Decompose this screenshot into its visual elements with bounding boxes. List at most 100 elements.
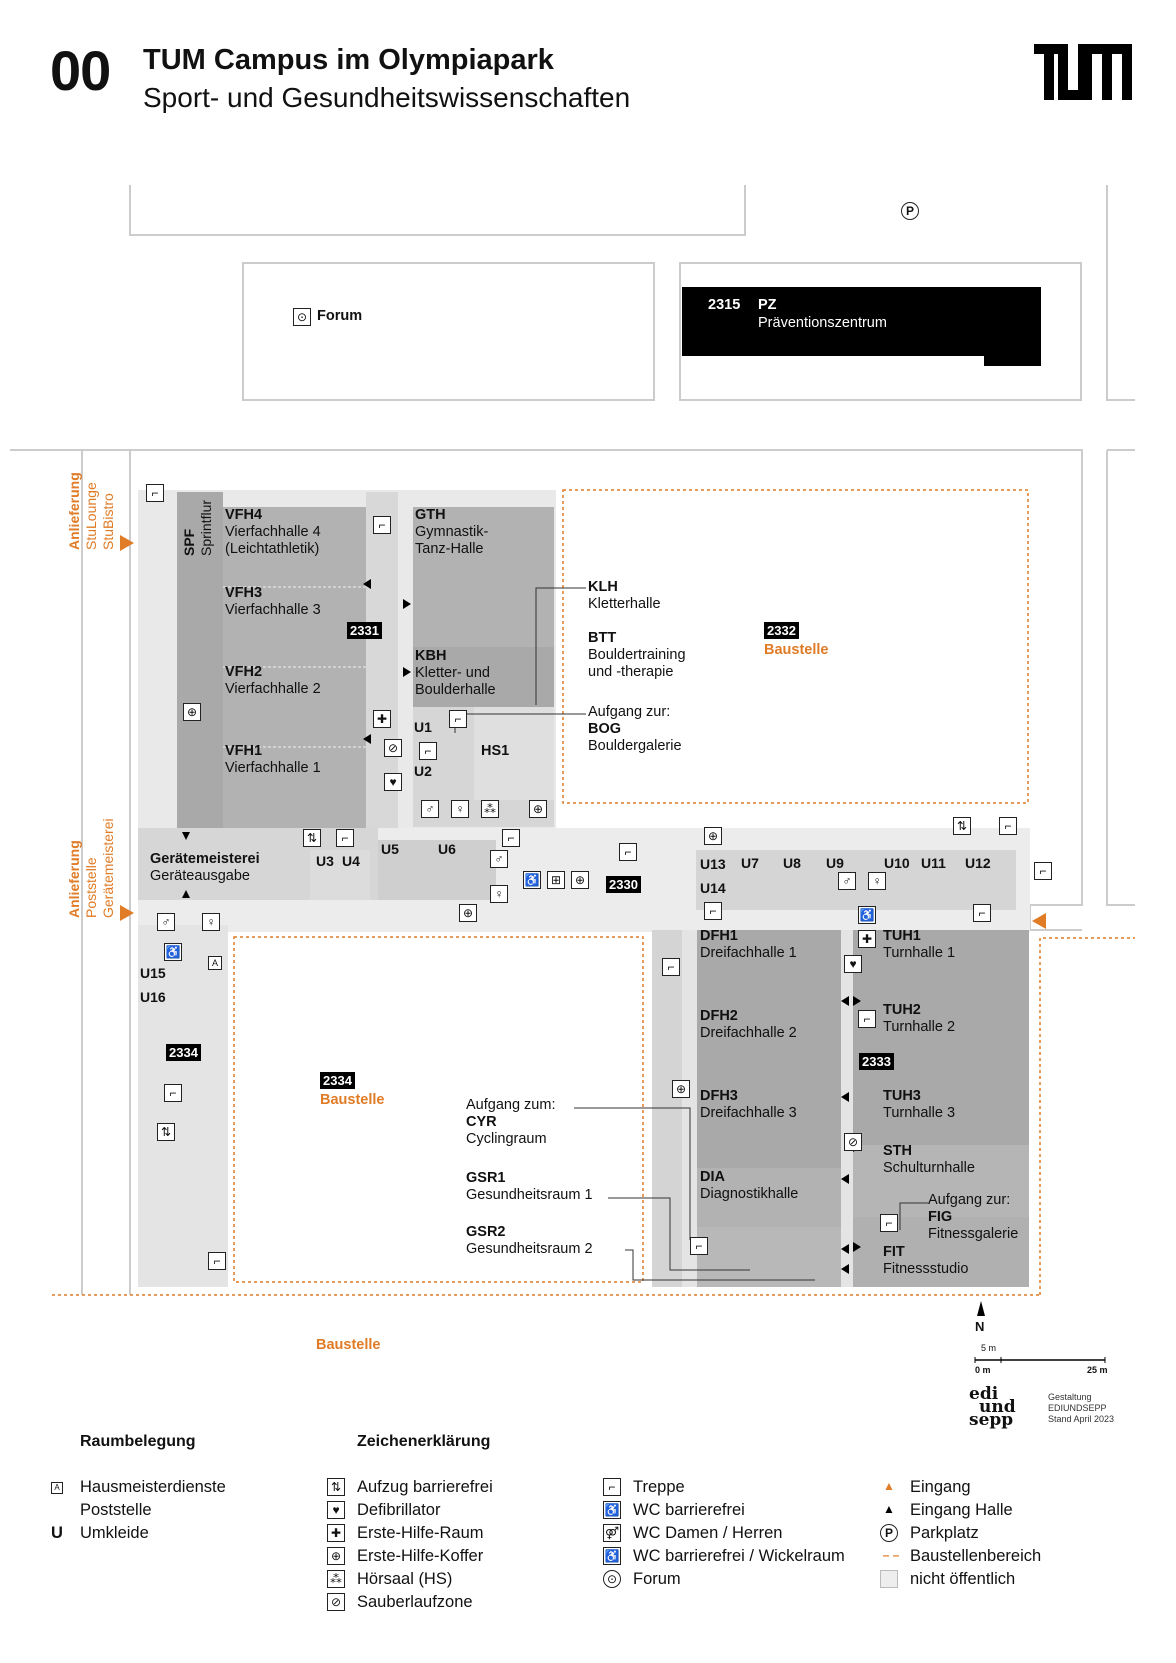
- first-aid-kit-icon[interactable]: ⊕: [529, 800, 547, 818]
- defibrillator-icon[interactable]: ♥: [384, 773, 402, 791]
- wc-icon[interactable]: ♀: [202, 913, 220, 931]
- first-aid-kit-icon[interactable]: ⊕: [459, 904, 477, 922]
- locker-u14: U14: [700, 880, 726, 896]
- scale-0m: 0 m: [975, 1365, 991, 1375]
- legend-item-wc-changing: ♿WC barrierefrei / Wickelraum: [603, 1547, 845, 1565]
- legend-locker-symbol: U: [51, 1524, 63, 1542]
- building-2331: 2331: [347, 622, 382, 639]
- stairs-icon[interactable]: ⌐: [419, 742, 437, 760]
- entrance-icon: ▲: [880, 1478, 898, 1496]
- stairs-icon[interactable]: ⌐: [449, 710, 467, 728]
- first-aid-kit-icon[interactable]: ⊕: [183, 703, 201, 721]
- stairs-icon[interactable]: ⌐: [1034, 862, 1052, 880]
- lecture-hall-icon[interactable]: ⁂: [481, 800, 499, 818]
- locker-u2: U2: [414, 763, 432, 779]
- elevator-accessible-icon[interactable]: ⇅: [953, 817, 971, 835]
- stairs-icon[interactable]: ⌐: [662, 958, 680, 976]
- legend-occupancy-title: Raumbelegung: [80, 1433, 196, 1450]
- stairs-icon[interactable]: ⌐: [858, 1010, 876, 1028]
- delivery-top-line2: StuBistro: [100, 493, 116, 550]
- elevator-accessible-icon: ⇅: [327, 1478, 345, 1496]
- defibrillator-icon: ♥: [327, 1501, 345, 1519]
- locker-u10: U10: [884, 855, 910, 871]
- clean-walk-zone-icon[interactable]: ⊘: [844, 1133, 862, 1151]
- first-aid-kit-icon[interactable]: ⊕: [672, 1080, 690, 1098]
- janitor-icon[interactable]: A: [208, 956, 222, 970]
- locker-u5: U5: [381, 841, 399, 857]
- legend-item-wc: ⚤WC Damen / Herren: [603, 1524, 783, 1542]
- stairs-icon[interactable]: ⌐: [973, 904, 991, 922]
- room-spf-name: Sprintflur: [198, 499, 214, 556]
- wc-accessible-icon[interactable]: ♿: [858, 906, 876, 924]
- legend-locker: Umkleide: [80, 1524, 149, 1542]
- clean-walk-zone-icon[interactable]: ⊘: [384, 739, 402, 757]
- first-aid-room-icon[interactable]: ✚: [858, 930, 876, 948]
- defibrillator-icon[interactable]: ♥: [844, 955, 862, 973]
- stairs-icon[interactable]: ⌐: [208, 1252, 226, 1270]
- stairs-icon[interactable]: ⌐: [146, 484, 164, 502]
- first-aid-room-icon[interactable]: ✚: [373, 710, 391, 728]
- locker-u11: U11: [921, 855, 946, 871]
- delivery-bottom-line1: Poststelle: [83, 857, 99, 918]
- elevator-accessible-icon[interactable]: ⇅: [157, 1123, 175, 1141]
- parking-icon[interactable]: P: [901, 202, 919, 220]
- room-spf-short: SPF: [181, 528, 197, 556]
- stairs-icon[interactable]: ⌐: [690, 1237, 708, 1255]
- page-title: TUM Campus im Olympiapark: [143, 44, 554, 76]
- legend-item-defibrillator: ♥Defibrillator: [327, 1501, 440, 1520]
- elevator-accessible-icon[interactable]: ⇅: [303, 829, 321, 847]
- delivery-bottom-title: Anlieferung: [66, 840, 82, 918]
- clean-walk-zone-icon: ⊘: [327, 1593, 345, 1611]
- room-hs1: HS1: [481, 743, 510, 759]
- stairs-icon[interactable]: ⌐: [502, 829, 520, 847]
- locker-u16: U16: [140, 989, 166, 1005]
- wc-icon[interactable]: ♀: [868, 872, 886, 890]
- stairs-icon[interactable]: ⌐: [619, 843, 637, 861]
- wc-accessible-icon[interactable]: ♿: [523, 871, 541, 889]
- stairs-icon[interactable]: ⌐: [999, 817, 1017, 835]
- wc-changing-icon: ♿: [603, 1547, 621, 1565]
- wc-icon[interactable]: ♂: [490, 850, 508, 868]
- wc-icon[interactable]: ♂: [838, 872, 856, 890]
- legend-item-first-aid-room: ✚Erste-Hilfe-Raum: [327, 1524, 484, 1543]
- legend-item-hall-entrance: ▲Eingang Halle: [880, 1501, 1013, 1520]
- stairs-icon[interactable]: ⌐: [704, 902, 722, 920]
- locker-u4: U4: [342, 853, 360, 869]
- first-aid-kit-icon[interactable]: ⊕: [704, 827, 722, 845]
- stairs-icon[interactable]: ⌐: [336, 829, 354, 847]
- wc-accessible-icon[interactable]: ♿: [164, 943, 182, 961]
- locker-u9: U9: [826, 855, 844, 871]
- wc-icon[interactable]: ♂: [157, 913, 175, 931]
- wc-changing-icon[interactable]: ⊞: [547, 871, 565, 889]
- building-2333: 2333: [859, 1053, 894, 1070]
- forum-icon: ⊙: [603, 1570, 621, 1588]
- legend-janitor: Hausmeisterdienste: [80, 1478, 226, 1496]
- wc-icon[interactable]: ♀: [451, 800, 469, 818]
- legend-item-wc-accessible: ♿WC barrierefrei: [603, 1501, 745, 1519]
- building-2334-west: 2334: [166, 1044, 201, 1061]
- stairs-icon[interactable]: ⌐: [164, 1084, 182, 1102]
- forum-label: Forum: [317, 308, 363, 324]
- stairs-icon[interactable]: ⌐: [373, 516, 391, 534]
- first-aid-kit-icon[interactable]: ⊕: [571, 871, 589, 889]
- construction-label-2334: Baustelle: [320, 1092, 385, 1108]
- locker-u7: U7: [741, 855, 759, 871]
- wc-icon[interactable]: ♀: [490, 885, 508, 903]
- stairs-icon[interactable]: ⌐: [880, 1214, 898, 1232]
- wc-icon[interactable]: ♂: [421, 800, 439, 818]
